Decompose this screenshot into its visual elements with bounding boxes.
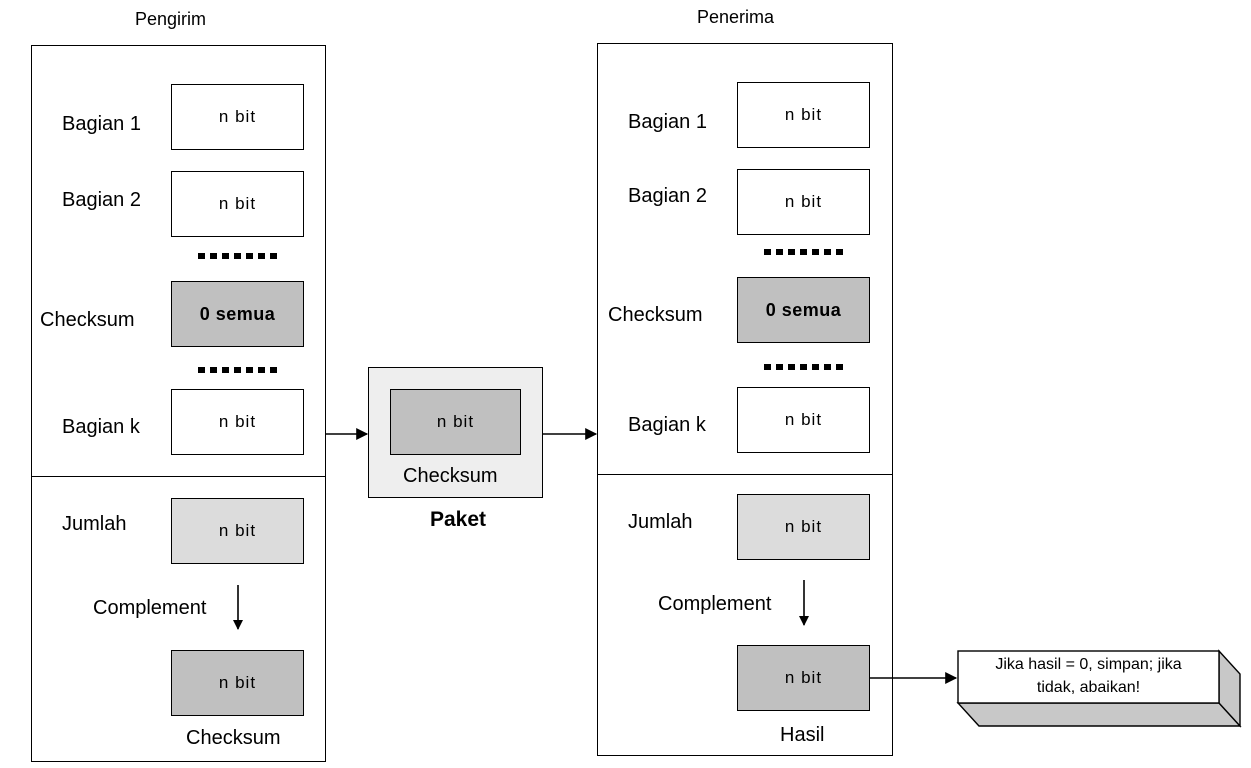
receiver-label-checksum: Checksum [608, 304, 703, 326]
sender-ellipsis-1 [198, 253, 282, 259]
packet-inner-box: n bit [390, 389, 521, 455]
receiver-label-sum: Jumlah [628, 511, 693, 533]
sender-label-checksum: Checksum [40, 309, 135, 331]
receiver-ellipsis-1 [764, 249, 848, 255]
receiver-divider [597, 474, 893, 475]
receiver-label-part1: Bagian 1 [628, 111, 707, 133]
receiver-box-sum: n bit [737, 494, 870, 560]
sender-divider [31, 476, 326, 477]
receiver-label-partk: Bagian k [628, 414, 706, 436]
packet-title: Paket [430, 508, 487, 531]
decision-text-line2: tidak, abaikan! [1036, 679, 1141, 696]
sender-box-sum: n bit [171, 498, 304, 564]
receiver-label-complement: Complement [658, 593, 772, 615]
receiver-label-part2: Bagian 2 [628, 185, 707, 207]
receiver-box-result: n bit [737, 645, 870, 711]
receiver-title: Penerima [697, 7, 775, 27]
sender-ellipsis-2 [198, 367, 282, 373]
sender-label-complement: Complement [93, 597, 207, 619]
sender-label-sum: Jumlah [62, 513, 127, 535]
receiver-label-result: Hasil [780, 724, 825, 746]
sender-box-part1: n bit [171, 84, 304, 150]
sender-box-checksum: 0 semua [171, 281, 304, 347]
sender-box-part2: n bit [171, 171, 304, 237]
sender-title: Pengirim [135, 9, 207, 29]
receiver-box-checksum: 0 semua [737, 277, 870, 343]
receiver-box-part1: n bit [737, 82, 870, 148]
decision-box [956, 649, 1242, 728]
receiver-box-partk: n bit [737, 387, 870, 453]
sender-label-result: Checksum [186, 727, 281, 749]
sender-box-result: n bit [171, 650, 304, 716]
sender-label-partk: Bagian k [62, 416, 140, 438]
sender-box-partk: n bit [171, 389, 304, 455]
sender-label-part2: Bagian 2 [62, 189, 141, 211]
receiver-ellipsis-2 [764, 364, 848, 370]
receiver-box-part2: n bit [737, 169, 870, 235]
sender-label-part1: Bagian 1 [62, 113, 141, 135]
decision-text-line1: Jika hasil = 0, simpan; jika [995, 656, 1182, 673]
packet-caption: Checksum [403, 465, 498, 487]
